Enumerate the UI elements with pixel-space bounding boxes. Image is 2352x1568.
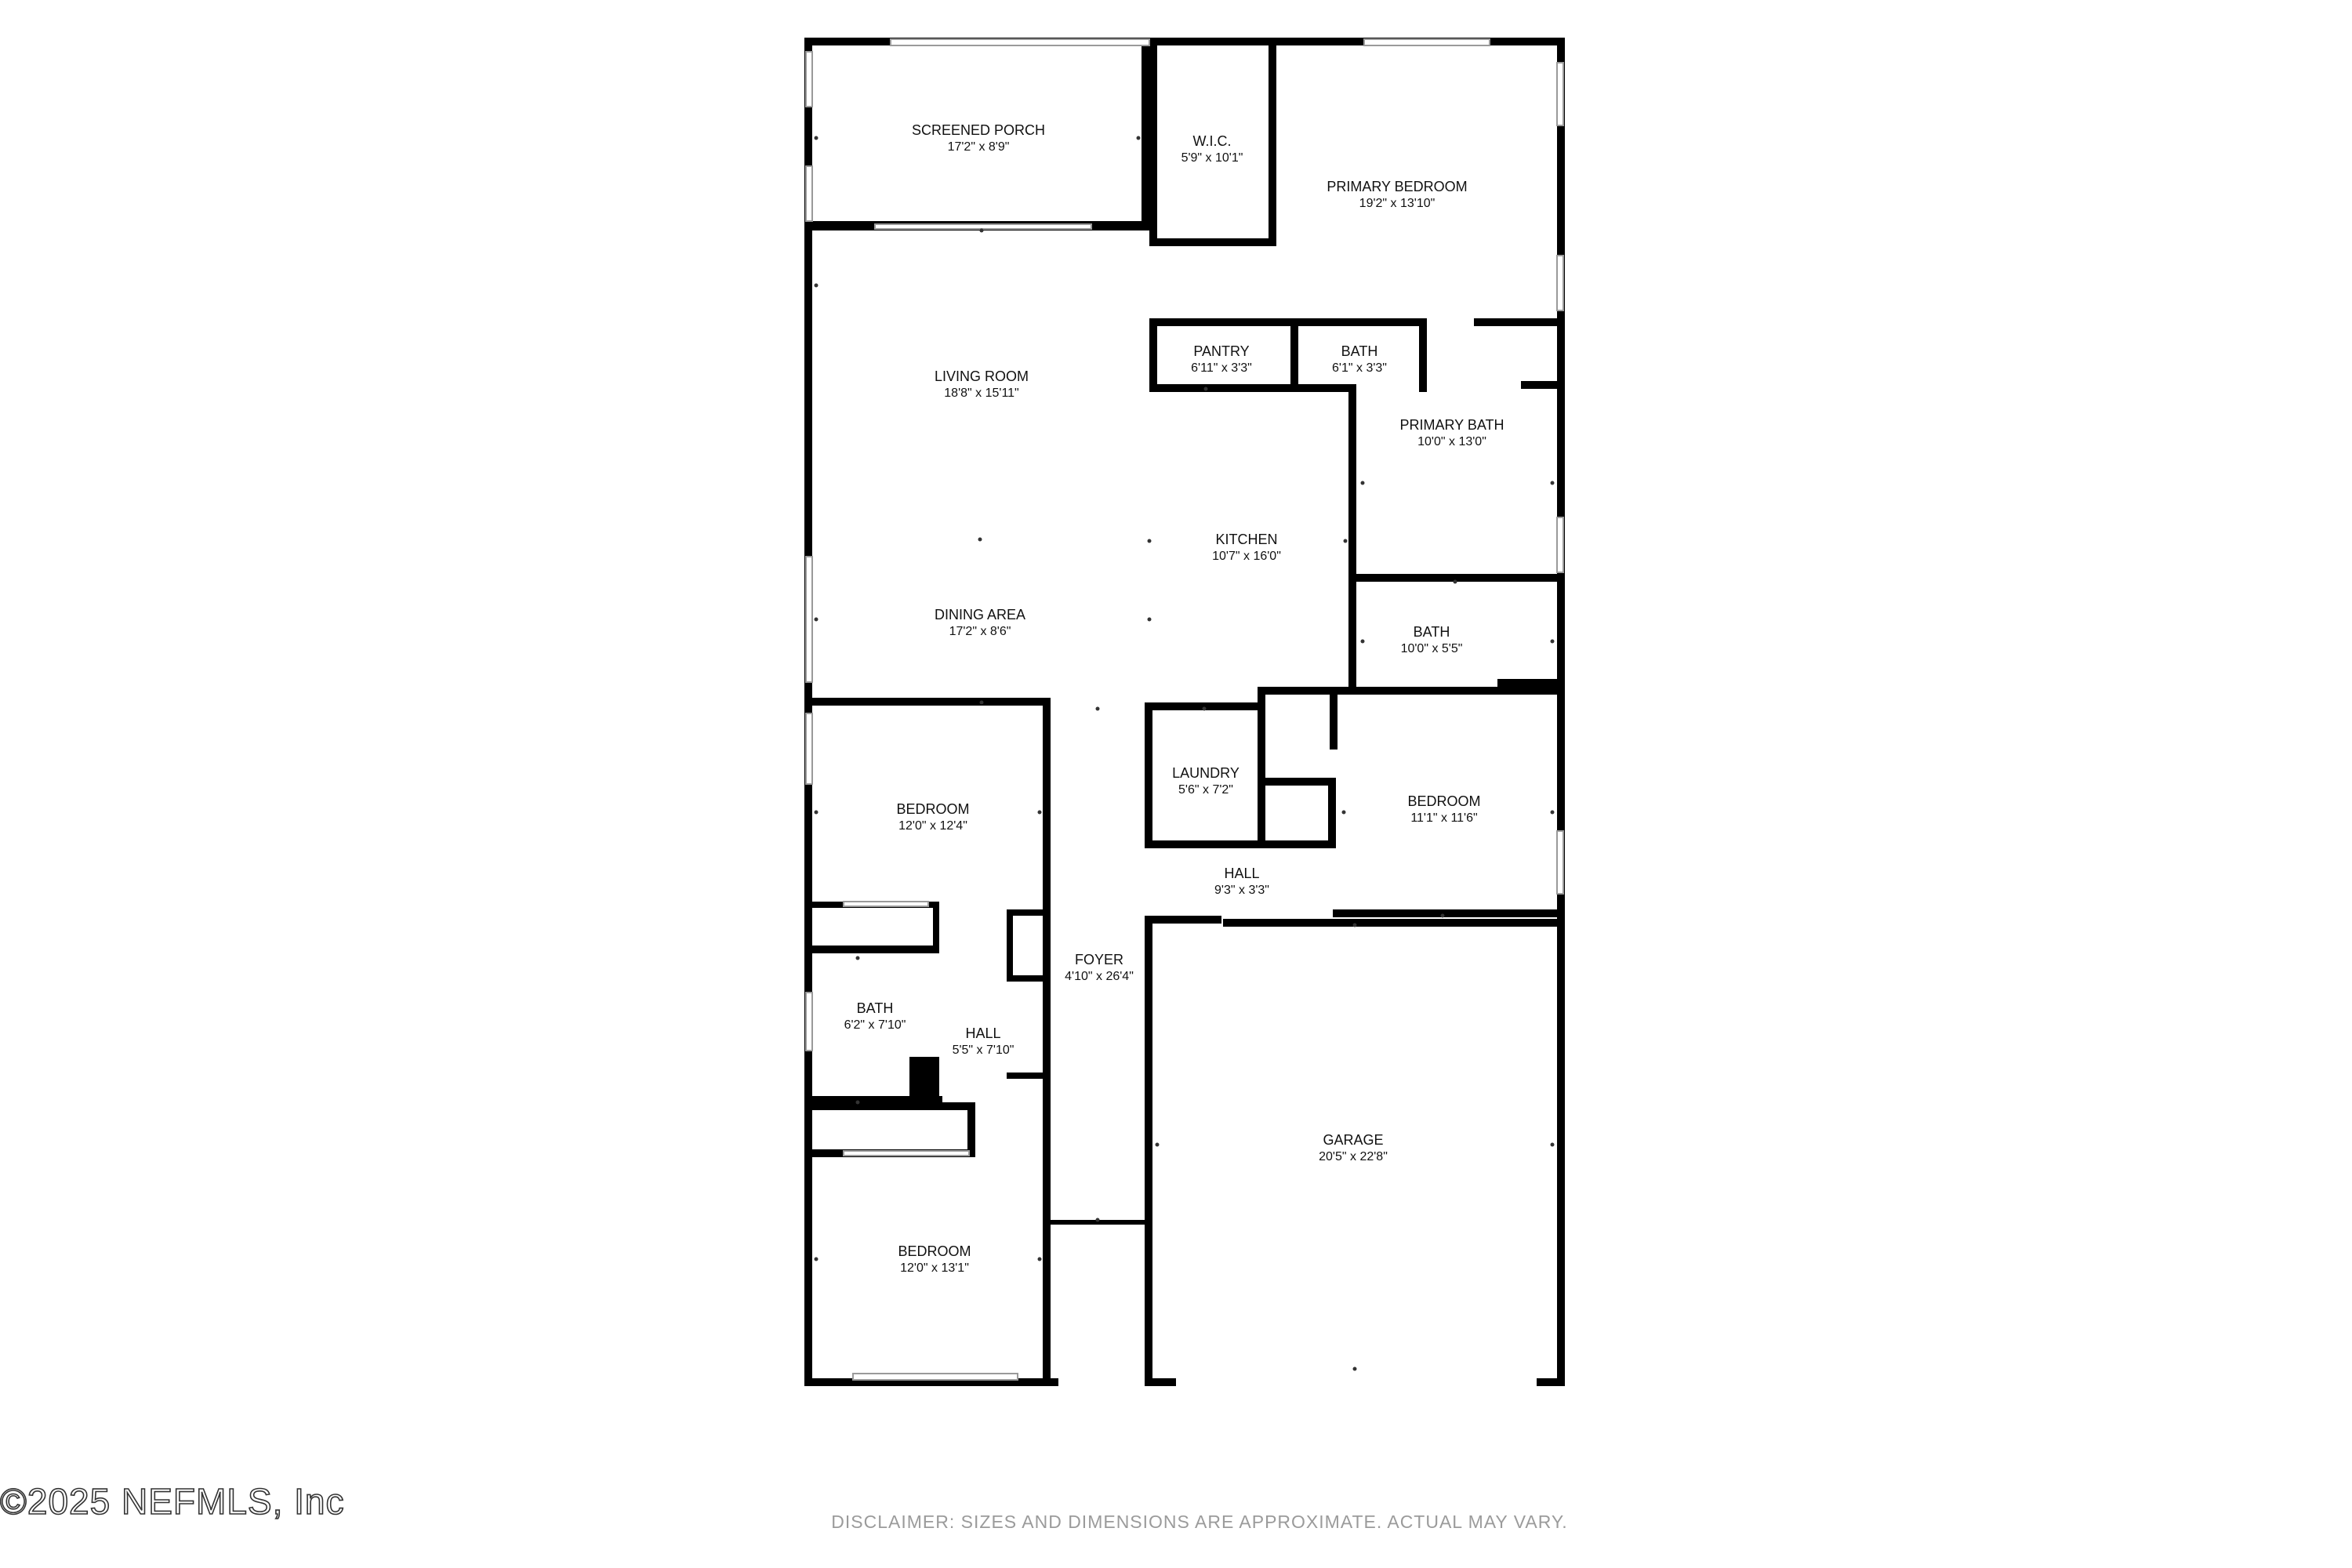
windows — [805, 38, 1564, 1381]
room-name-bedroom-left-lower: BEDROOM — [898, 1243, 971, 1259]
room-dims-wic: 5'9" x 10'1" — [1181, 151, 1243, 165]
room-dims-garage: 20'5" x 22'8" — [1319, 1150, 1388, 1163]
disclaimer-text: DISCLAIMER: SIZES AND DIMENSIONS ARE APP… — [831, 1512, 1568, 1532]
room-dims-bedroom-left-lower: 12'0" x 13'1" — [900, 1261, 969, 1275]
room-dims-foyer: 4'10" x 26'4" — [1065, 970, 1134, 983]
room-name-kitchen: KITCHEN — [1215, 532, 1277, 547]
room-dims-laundry: 5'6" x 7'2" — [1178, 783, 1233, 797]
room-dims-bedroom-left-upper: 12'0" x 12'4" — [898, 819, 967, 833]
room-name-bath-upper: BATH — [1341, 343, 1378, 359]
room-dims-pantry: 6'11" x 3'3" — [1191, 361, 1252, 375]
room-name-hall-right: HALL — [1224, 866, 1259, 881]
room-dims-living-room: 18'8" x 15'11" — [944, 387, 1018, 400]
walls — [804, 38, 1565, 1386]
room-name-primary-bedroom: PRIMARY BEDROOM — [1327, 179, 1467, 194]
room-dims-hall-left: 5'5" x 7'10" — [953, 1044, 1014, 1057]
room-name-living-room: LIVING ROOM — [935, 368, 1029, 384]
room-name-pantry: PANTRY — [1193, 343, 1249, 359]
room-name-dining-area: DINING AREA — [935, 607, 1025, 622]
room-name-bath-left: BATH — [857, 1000, 894, 1016]
room-name-laundry: LAUNDRY — [1172, 765, 1240, 781]
room-dims-dining-area: 17'2" x 8'6" — [949, 625, 1011, 638]
room-name-primary-bath: PRIMARY BATH — [1399, 417, 1504, 433]
room-name-bath-right: BATH — [1414, 624, 1450, 640]
copyright-notice: ©2025 NEFMLS, Inc — [0, 1480, 345, 1523]
room-dims-hall-right: 9'3" x 3'3" — [1214, 884, 1269, 897]
room-name-bedroom-left-upper: BEDROOM — [896, 801, 969, 817]
room-name-garage: GARAGE — [1323, 1132, 1383, 1148]
room-dims-primary-bath: 10'0" x 13'0" — [1417, 435, 1486, 448]
room-dims-primary-bedroom: 19'2" x 13'10" — [1359, 197, 1436, 210]
room-name-wic: W.I.C. — [1193, 133, 1232, 149]
room-dims-screened-porch: 17'2" x 8'9" — [948, 140, 1010, 154]
room-dims-bath-right: 10'0" x 5'5" — [1401, 642, 1463, 655]
room-dims-bath-left: 6'2" x 7'10" — [844, 1018, 906, 1032]
room-dims-kitchen: 10'7" x 16'0" — [1212, 550, 1281, 563]
dimension-markers — [814, 136, 1555, 1371]
room-labels: SCREENED PORCH 17'2" x 8'9" W.I.C. 5'9" … — [844, 122, 1504, 1275]
room-name-bedroom-right: BEDROOM — [1407, 793, 1480, 809]
room-name-hall-left: HALL — [965, 1025, 1000, 1041]
room-name-screened-porch: SCREENED PORCH — [912, 122, 1045, 138]
room-name-foyer: FOYER — [1075, 952, 1123, 967]
room-dims-bedroom-right: 11'1" x 11'6" — [1410, 811, 1477, 825]
room-dims-bath-upper: 6'1" x 3'3" — [1332, 361, 1387, 375]
